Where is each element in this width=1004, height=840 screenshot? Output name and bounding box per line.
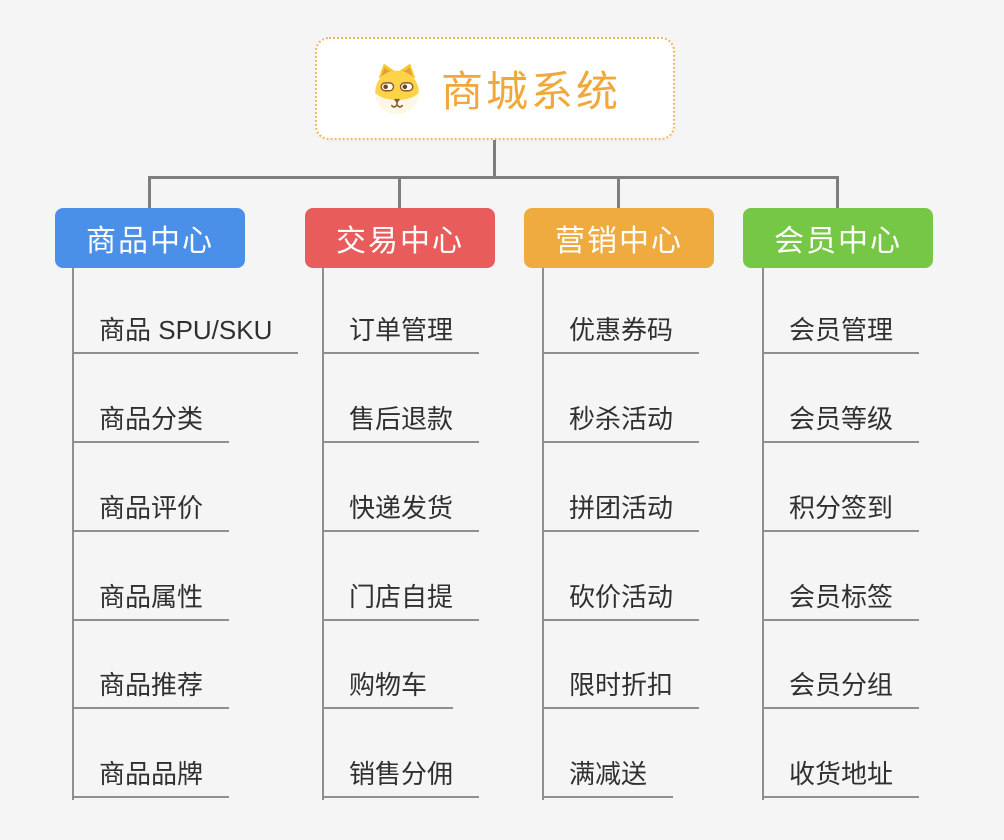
node-sales-commission[interactable]: 销售分佣 [322,750,480,798]
node-order-management[interactable]: 订单管理 [322,306,480,354]
node-member-level[interactable]: 会员等级 [762,395,920,443]
node-member-tag[interactable]: 会员标签 [762,573,920,621]
node-coupon-code[interactable]: 优惠券码 [542,306,700,354]
node-store-pickup[interactable]: 门店自提 [322,573,480,621]
branch-member-center[interactable]: 会员中心 [743,208,933,268]
node-shopping-cart[interactable]: 购物车 [322,661,454,709]
member-center-children: 会员管理 会员等级 积分签到 会员标签 会员分组 收货地址 [762,268,1004,808]
node-product-attribute[interactable]: 商品属性 [72,573,230,621]
branch-marketing-center[interactable]: 营销中心 [524,208,714,268]
connector-horizontal-bar [148,176,839,179]
connector-drop-trade [398,178,401,209]
node-product-recommend[interactable]: 商品推荐 [72,661,230,709]
branch-trade-center[interactable]: 交易中心 [305,208,495,268]
root-node[interactable]: 商城系统 [315,37,675,140]
node-points-checkin[interactable]: 积分签到 [762,484,920,532]
trade-center-children: 订单管理 售后退款 快递发货 门店自提 购物车 销售分佣 [322,268,582,808]
product-center-children: 商品 SPU/SKU 商品分类 商品评价 商品属性 商品推荐 商品品牌 [72,268,332,808]
node-member-group[interactable]: 会员分组 [762,661,920,709]
marketing-center-children: 优惠券码 秒杀活动 拼团活动 砍价活动 限时折扣 满减送 [542,268,802,808]
node-product-brand[interactable]: 商品品牌 [72,750,230,798]
node-full-reduction[interactable]: 满减送 [542,750,674,798]
connector-drop-marketing [617,178,620,209]
node-member-management[interactable]: 会员管理 [762,306,920,354]
node-aftersale-refund[interactable]: 售后退款 [322,395,480,443]
node-express-delivery[interactable]: 快递发货 [322,484,480,532]
node-bargain-activity[interactable]: 砍价活动 [542,573,700,621]
dog-face-icon [375,63,419,114]
node-group-buy[interactable]: 拼团活动 [542,484,700,532]
connector-root-stub [493,140,496,177]
node-flash-sale[interactable]: 秒杀活动 [542,395,700,443]
node-product-spu-sku[interactable]: 商品 SPU/SKU [72,306,299,354]
connector-drop-member [836,178,839,209]
root-title: 商城系统 [440,68,621,115]
node-product-review[interactable]: 商品评价 [72,484,230,532]
node-product-category[interactable]: 商品分类 [72,395,230,443]
branch-product-center[interactable]: 商品中心 [55,208,245,268]
connector-drop-product [148,178,151,209]
node-shipping-address[interactable]: 收货地址 [762,750,920,798]
node-limited-discount[interactable]: 限时折扣 [542,661,700,709]
